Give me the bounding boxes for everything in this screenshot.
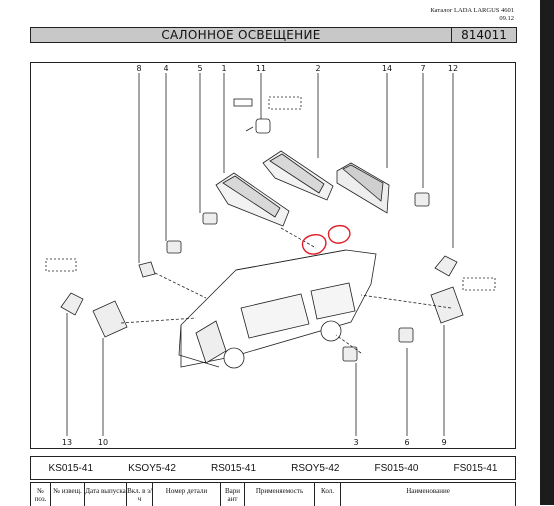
variant-code: RSOY5-42 (291, 462, 340, 474)
col-variant: Вари ант (220, 483, 244, 506)
section-code: 814011 (451, 28, 516, 42)
variant-codes-row: KS015-41 KSOY5-42 RS015-41 RSOY5-42 FS01… (30, 456, 516, 480)
variant-code: KS015-41 (48, 462, 94, 474)
col-name: Наименование (340, 483, 516, 506)
col-position: № поз. (30, 483, 50, 506)
catalog-date: 09.12 (499, 15, 514, 22)
section-title: САЛОННОЕ ОСВЕЩЕНИЕ (161, 28, 321, 42)
col-included: Вкл. в з/ч (126, 483, 152, 506)
callout-10: 10 (98, 438, 108, 447)
parts-illustration: 8 4 5 1 11 2 14 7 12 13 10 3 6 9 (45, 64, 496, 447)
parts-table-header: № поз. № извещ. Дата выпуска Вкл. в з/ч … (30, 482, 516, 506)
col-usage: Применяемость (244, 483, 314, 506)
catalog-name: Каталог LADA LARGUS 4601 (430, 7, 514, 14)
callout-8: 8 (136, 64, 141, 73)
callout-1: 1 (221, 64, 226, 73)
window-edge (540, 0, 554, 505)
catalog-note: Каталог LADA LARGUS 4601 09.12 (430, 7, 514, 23)
callout-4: 4 (163, 64, 168, 73)
section-title-bar: САЛОННОЕ ОСВЕЩЕНИЕ 814011 (30, 27, 517, 43)
col-release-date: Дата выпуска (84, 483, 126, 506)
variant-code: KSOY5-42 (128, 462, 176, 474)
callout-2: 2 (315, 64, 320, 73)
variant-code: FS015-40 (374, 462, 419, 474)
callout-12: 12 (448, 64, 458, 73)
callout-11: 11 (256, 64, 266, 73)
col-quantity: Кол. (314, 483, 340, 506)
callout-14: 14 (382, 64, 392, 73)
callout-9: 9 (441, 438, 446, 447)
callout-3: 3 (353, 438, 358, 447)
callout-7: 7 (420, 64, 425, 73)
col-notice: № извещ. (50, 483, 84, 506)
variant-code: RS015-41 (210, 462, 257, 474)
variant-code: FS015-41 (453, 462, 498, 474)
illustration-frame: 8 4 5 1 11 2 14 7 12 13 10 3 6 9 (30, 62, 516, 449)
callout-5: 5 (197, 64, 202, 73)
callout-6: 6 (404, 438, 409, 447)
callout-13: 13 (62, 438, 72, 447)
col-part-number: Номер детали (152, 483, 220, 506)
